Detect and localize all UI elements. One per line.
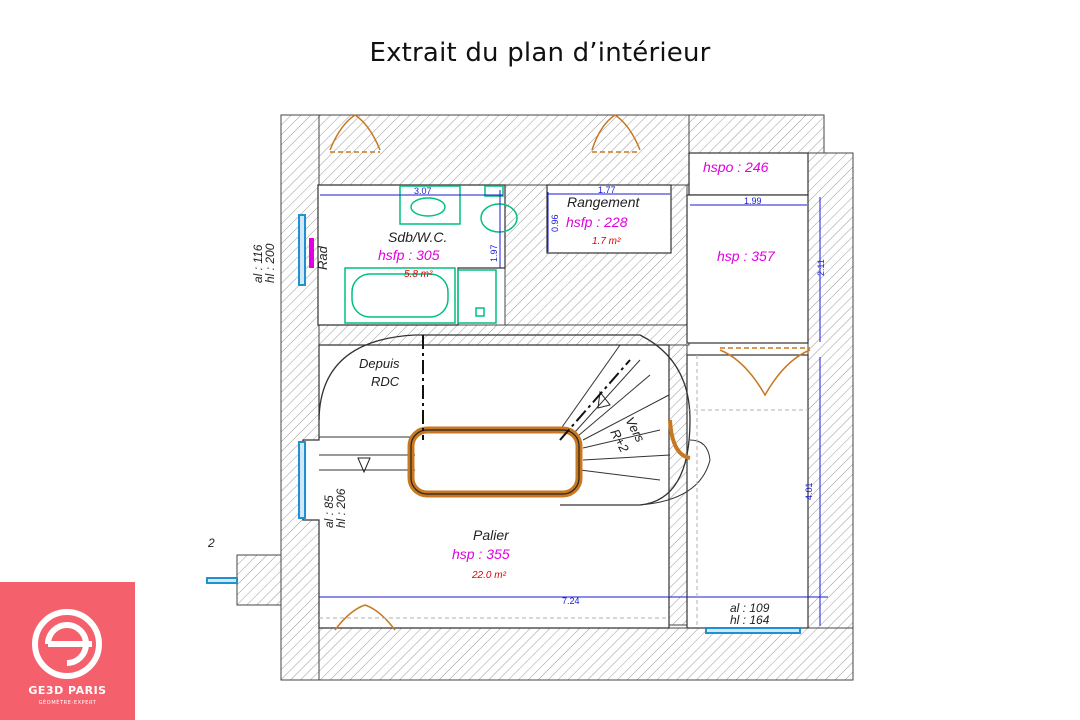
- window-1-hl: hl : 200: [263, 243, 277, 283]
- stairs-from: Depuis: [359, 356, 400, 371]
- door-top-left: [329, 114, 381, 151]
- staircase: [319, 344, 711, 506]
- window-4: [206, 577, 238, 584]
- window-2-hl: hl : 206: [334, 488, 348, 528]
- page-title: Extrait du plan d’intérieur: [369, 38, 711, 68]
- wall-left-stub: [236, 554, 282, 606]
- wall-right-inner: [668, 344, 688, 626]
- dim-rang-height: 0.96: [550, 214, 560, 232]
- stair-outline: [318, 334, 691, 506]
- brand-logo: GE3D PARIS GÉOMÈTRE-EXPERT: [0, 582, 135, 720]
- logo-name: GE3D PARIS: [28, 684, 107, 697]
- window-1: [298, 214, 306, 286]
- room-right-height: hsp : 357: [717, 248, 776, 264]
- wall-bottom: [318, 627, 854, 681]
- dim-palier-width: 7.24: [562, 596, 580, 606]
- room-hspo-floor: [688, 152, 809, 196]
- stairs-from-level: RDC: [371, 374, 400, 389]
- door-right: [719, 349, 811, 397]
- room-rangement-area: 1.7 m²: [592, 236, 621, 247]
- radiator-label: Rad: [315, 245, 330, 270]
- dim-right-height: 2.11: [816, 259, 826, 276]
- logo-mark-icon: [32, 609, 102, 679]
- room-rangement-floor: [546, 184, 672, 254]
- windows: [206, 214, 801, 634]
- room-hspo-height: hspo : 246: [703, 159, 769, 175]
- wall-right-outer: [807, 152, 854, 681]
- dim-sdb-width: 3.07: [414, 186, 432, 196]
- room-palier-height: hsp : 355: [452, 546, 510, 562]
- wall-left-outer: [280, 114, 320, 681]
- room-rangement-name: Rangement: [567, 194, 640, 210]
- toilet: [484, 185, 504, 197]
- stair-handrail: [668, 419, 691, 460]
- walls: [236, 114, 854, 681]
- logo-subtitle: GÉOMÈTRE-EXPERT: [38, 700, 97, 706]
- wall-top-left: [318, 114, 690, 186]
- window-4-partial: 2: [207, 536, 215, 550]
- dim-rang-width: 1.77: [598, 185, 616, 195]
- room-palier-area: 22.0 m²: [471, 570, 507, 581]
- bathtub: [344, 267, 456, 324]
- sanitary-fixtures: [344, 185, 518, 324]
- window-3: [705, 627, 801, 634]
- room-floors: [302, 152, 809, 629]
- room-sdb-name: Sdb/W.C.: [388, 229, 447, 245]
- doors: [329, 114, 811, 631]
- radiator: [309, 238, 314, 268]
- dim-right-width: 1.99: [744, 196, 762, 206]
- room-rangement-height: hsfp : 228: [566, 214, 628, 230]
- wall-top-right: [688, 114, 825, 154]
- room-sdb-height: hsfp : 305: [378, 247, 440, 263]
- dim-right-lower-height: 4.01: [804, 482, 814, 500]
- room-sdb-area: 5.8 m²: [404, 269, 433, 280]
- window-2: [298, 441, 306, 519]
- door-bottom: [334, 604, 396, 631]
- dim-sdb-height: 1.97: [489, 244, 499, 262]
- room-right-lower-floor: [686, 354, 809, 629]
- stair-arrow-down: [357, 457, 371, 474]
- dimension-lines: [319, 190, 828, 626]
- window-2-al: al : 85: [322, 495, 336, 528]
- stair-arrow-up: [597, 390, 611, 409]
- window-1-al: al : 116: [251, 244, 265, 283]
- room-palier-floor: [302, 344, 670, 629]
- room-sdb-floor: [317, 184, 506, 326]
- construction-lines: [319, 355, 808, 628]
- room-palier-name: Palier: [473, 527, 510, 543]
- room-right-floor: [686, 194, 809, 344]
- door-top-center: [591, 114, 641, 151]
- window-3-hl: hl : 164: [730, 613, 770, 627]
- sink: [399, 185, 461, 225]
- window-3-al: al : 109: [730, 601, 770, 615]
